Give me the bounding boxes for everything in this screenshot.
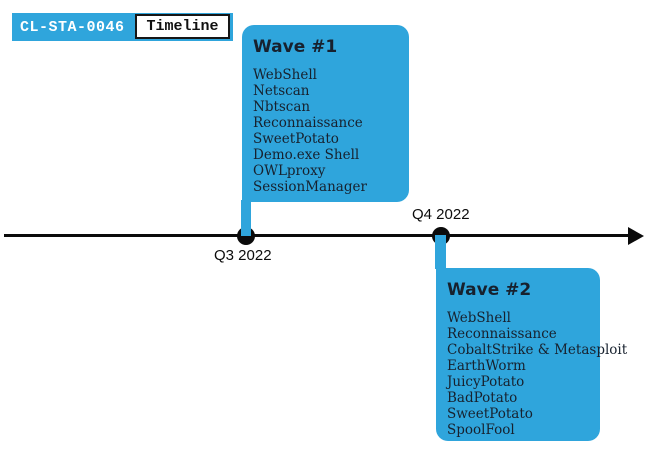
wave1-title: Wave #1 <box>253 37 338 57</box>
tool-item: Reconnaissance <box>447 326 557 342</box>
axis-label-q3: Q3 2022 <box>214 247 272 264</box>
cluster-id-label: CL-STA-0046 <box>20 18 125 36</box>
tool-item: JuicyPotato <box>447 374 525 390</box>
tool-item: SweetPotato <box>447 406 533 422</box>
axis-arrowhead-icon <box>628 227 644 245</box>
timeline-axis <box>4 234 630 237</box>
callout-stem-wave1 <box>241 200 251 236</box>
tool-item: Demo.exe Shell <box>253 147 360 163</box>
tool-item: SweetPotato <box>253 131 339 147</box>
tool-item: Nbtscan <box>253 99 311 115</box>
tool-item: EarthWorm <box>447 358 526 374</box>
tool-item: Reconnaissance <box>253 115 363 131</box>
header-badge: CL-STA-0046 Timeline <box>12 13 233 41</box>
tool-item: SessionManager <box>253 179 367 195</box>
tool-item: CobaltStrike & Metasploit <box>447 342 628 358</box>
wave2-title: Wave #2 <box>447 280 532 300</box>
tool-item: WebShell <box>447 310 511 326</box>
callout-stem-wave2 <box>435 235 446 269</box>
tool-item: Netscan <box>253 83 310 99</box>
timeline-chip: Timeline <box>135 14 230 39</box>
tool-item: OWLproxy <box>253 163 326 179</box>
tool-item: WebShell <box>253 67 317 83</box>
tool-item: BadPotato <box>447 390 518 406</box>
axis-label-q4: Q4 2022 <box>412 206 470 223</box>
tool-item: SpoolFool <box>447 422 515 438</box>
